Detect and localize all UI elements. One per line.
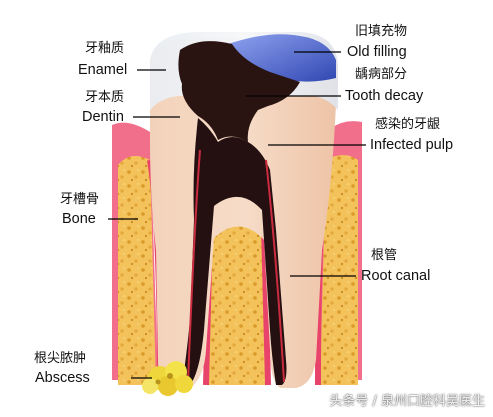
bone-left	[118, 156, 156, 385]
label-infected-pulp-zh: 感染的牙龈	[375, 117, 441, 132]
label-abscess-zh: 根尖脓肿	[34, 351, 87, 366]
pulp-chamber	[182, 118, 287, 385]
label-tooth-decay-zh: 龋病部分	[355, 67, 408, 82]
label-tooth-decay-en: Tooth decay	[345, 88, 424, 104]
label-enamel-zh: 牙釉质	[85, 41, 125, 56]
bone-right	[320, 155, 358, 385]
label-abscess-en: Abscess	[35, 370, 90, 386]
label-old-filling-en: Old filling	[347, 44, 407, 60]
label-enamel-en: Enamel	[78, 62, 128, 78]
label-old-filling-zh: 旧填充物	[355, 24, 408, 39]
label-bone-en: Bone	[62, 211, 96, 227]
label-dentin-en: Dentin	[82, 109, 124, 125]
watermark: 头条号 / 泉州口腔科吴医生	[329, 394, 485, 409]
abscess	[142, 361, 193, 396]
tooth-decay	[178, 41, 300, 142]
label-dentin-zh: 牙本质	[85, 90, 125, 105]
label-infected-pulp-en: Infected pulp	[370, 137, 454, 153]
bone-inter	[208, 212, 266, 385]
label-root-canal-en: Root canal	[361, 268, 431, 284]
label-bone-zh: 牙槽骨	[60, 192, 100, 207]
label-root-canal-zh: 根管	[371, 248, 398, 263]
